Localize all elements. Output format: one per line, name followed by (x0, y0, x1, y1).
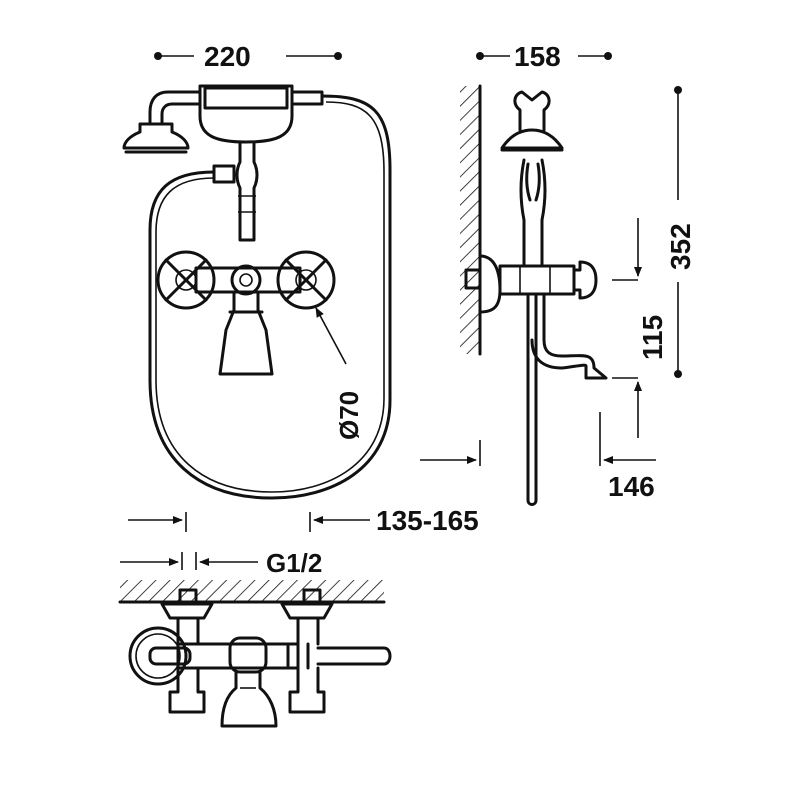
plan-wall-hatch (120, 580, 384, 602)
thread-dimension: G1/2 (120, 548, 322, 578)
plan-spout (220, 670, 278, 728)
side-wall-hatch (460, 86, 480, 354)
diverter-boss (230, 264, 262, 296)
front-spout (218, 292, 274, 376)
left-cross-handle (156, 250, 216, 310)
center-distance-dimension: 135-165 (128, 505, 479, 536)
shower-head (122, 122, 190, 150)
side-cradle (500, 128, 564, 150)
handset-arm (148, 90, 202, 124)
side-body (498, 264, 576, 296)
wall-flange (478, 254, 502, 314)
handset-cradle (198, 84, 294, 144)
reach-label: 146 (608, 471, 655, 502)
height-label: 352 (665, 223, 696, 270)
plan-handle-right (288, 666, 326, 714)
width-dimension: 220 (154, 41, 342, 72)
plan-body (176, 642, 300, 670)
side-hose (526, 292, 538, 506)
plan-handle-left (168, 666, 206, 714)
diameter-label: Ø70 (334, 391, 364, 440)
side-view: 158 352 115 146 (420, 41, 696, 506)
plan-flange-right (280, 602, 334, 620)
right-cross-handle (276, 250, 336, 310)
side-handle (572, 260, 598, 300)
side-spout (526, 292, 608, 380)
side-column (519, 158, 547, 268)
plan-hose-holder (128, 626, 188, 686)
hose-connector (212, 164, 236, 184)
front-view: Ø70 (122, 84, 392, 500)
width-label: 220 (204, 41, 251, 72)
plan-side-handle (316, 646, 392, 666)
plan-view (118, 580, 392, 728)
spout-height-label: 115 (637, 315, 668, 360)
thread-label: G1/2 (266, 548, 322, 578)
plan-flange-left (160, 602, 214, 620)
diameter-leader (315, 307, 347, 365)
center-distance-label: 135-165 (376, 505, 479, 536)
depth-label: 158 (514, 41, 561, 72)
center-column (235, 140, 259, 242)
shower-hose (148, 94, 392, 500)
